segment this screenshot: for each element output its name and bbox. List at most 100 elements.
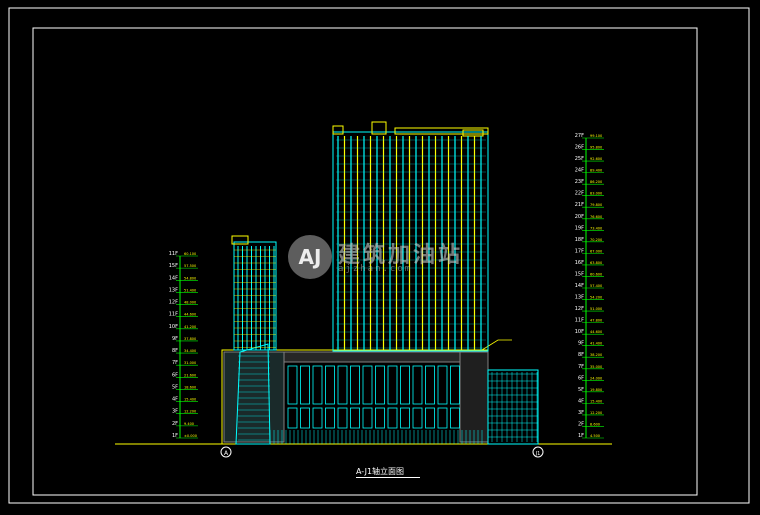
floor-label: 9F	[172, 336, 178, 342]
elevation-label: 8.600	[590, 422, 600, 426]
podium-window	[287, 407, 298, 429]
elevation-label: 99.100	[590, 134, 602, 138]
roof-box	[332, 125, 344, 135]
roof-parapet	[394, 127, 489, 135]
elevation-label: 15.400	[590, 399, 602, 403]
podium-window	[375, 365, 385, 405]
elevation-label: 51.400	[184, 288, 196, 292]
elevation-label: 35.000	[590, 365, 602, 369]
elevation-label: 73.400	[590, 226, 602, 230]
floor-label: 12F	[575, 306, 584, 312]
floor-label: 15F	[169, 263, 178, 269]
floor-label: 4F	[578, 398, 584, 404]
floor-label: 13F	[169, 287, 178, 293]
elevation-label: 67.000	[590, 249, 602, 253]
elevation-label: 12.200	[184, 410, 196, 414]
elevation-label: 57.400	[590, 284, 602, 288]
podium-window	[412, 407, 423, 429]
stone-cladding	[223, 351, 285, 443]
watermark: AJ 建筑加油站 ajzhan.com	[288, 232, 488, 284]
elevation-label: 44.600	[590, 330, 602, 334]
roof-box	[462, 129, 484, 137]
floor-label: 17F	[575, 248, 584, 254]
axis-bubble-left	[220, 446, 232, 458]
axis-label-left: A	[224, 450, 229, 457]
floor-label: 20F	[575, 214, 584, 220]
floor-label: 5F	[578, 387, 584, 393]
podium-window	[312, 365, 323, 405]
podium-window	[412, 365, 423, 405]
stone-cladding	[459, 351, 489, 443]
floor-label: 7F	[172, 360, 178, 366]
elevation-label: 63.800	[590, 261, 602, 265]
podium-window	[300, 365, 310, 405]
floor-label: 9F	[578, 341, 584, 347]
elevation-label: 15.400	[184, 398, 196, 402]
podium-window	[325, 407, 335, 429]
elevation-label: 54.800	[184, 276, 196, 280]
axis-bubble-right	[532, 446, 544, 458]
floor-label: 27F	[575, 133, 584, 139]
podium-window	[337, 365, 348, 405]
elevation-label: 12.200	[590, 411, 602, 415]
floor-label: 19F	[575, 225, 584, 231]
elevation-label: 89.400	[590, 169, 602, 173]
podium-window	[387, 365, 398, 405]
podium-window	[425, 407, 435, 429]
floor-label: 6F	[578, 375, 584, 381]
elevation-label: 95.800	[590, 146, 602, 150]
elevation-label: 4.500	[590, 434, 600, 438]
elevation-label: 9.400	[184, 422, 194, 426]
podium-window	[425, 365, 435, 405]
elevation-label: 18.600	[184, 385, 196, 389]
podium-window	[325, 365, 335, 405]
floor-label: 2F	[578, 421, 584, 427]
elevation-label: 60.600	[590, 272, 602, 276]
floor-label: 3F	[578, 410, 584, 416]
floor-label: 12F	[169, 300, 178, 306]
elevation-label: 31.000	[184, 361, 196, 365]
elevation-label: 24.000	[590, 376, 602, 380]
floor-label: 2F	[172, 421, 178, 427]
elevation-label: 70.200	[590, 238, 602, 242]
outer-frame	[8, 7, 750, 504]
podium-window	[450, 365, 460, 405]
wing-outline	[487, 369, 539, 445]
podium-window	[350, 407, 360, 429]
elevation-label: 92.600	[590, 157, 602, 161]
elevation-label: 54.200	[590, 296, 602, 300]
elevation-label: 34.400	[184, 349, 196, 353]
podium-window	[437, 407, 448, 429]
watermark-url: ajzhan.com	[338, 264, 413, 274]
podium-window	[375, 407, 385, 429]
floor-label: 24F	[575, 168, 584, 174]
right-wing	[487, 369, 539, 445]
floor-label: 22F	[575, 191, 584, 197]
floor-label: 8F	[172, 348, 178, 354]
podium-window	[437, 365, 448, 405]
roof-box	[231, 235, 249, 245]
floor-label: 16F	[575, 260, 584, 266]
podium-window	[362, 407, 373, 429]
podium-fascia	[283, 351, 487, 363]
elevation-label: 19.800	[590, 388, 602, 392]
floor-label: 4F	[172, 397, 178, 403]
elevation-label: 41.400	[590, 342, 602, 346]
podium-window	[300, 407, 310, 429]
podium-window	[287, 365, 298, 405]
elevation-label: 37.800	[184, 337, 196, 341]
elevation-label: 47.800	[590, 319, 602, 323]
floor-label: 1F	[172, 433, 178, 439]
floor-label: 23F	[575, 179, 584, 185]
elevation-label: ±0.000	[184, 434, 197, 438]
elevation-label: 79.800	[590, 203, 602, 207]
floor-label: 14F	[575, 283, 584, 289]
floor-label: 7F	[578, 364, 584, 370]
elevation-label: 83.000	[590, 192, 602, 196]
podium-window	[400, 407, 410, 429]
floor-label: 18F	[575, 237, 584, 243]
floor-label: 10F	[575, 329, 584, 335]
elevation-label: 51.000	[590, 307, 602, 311]
